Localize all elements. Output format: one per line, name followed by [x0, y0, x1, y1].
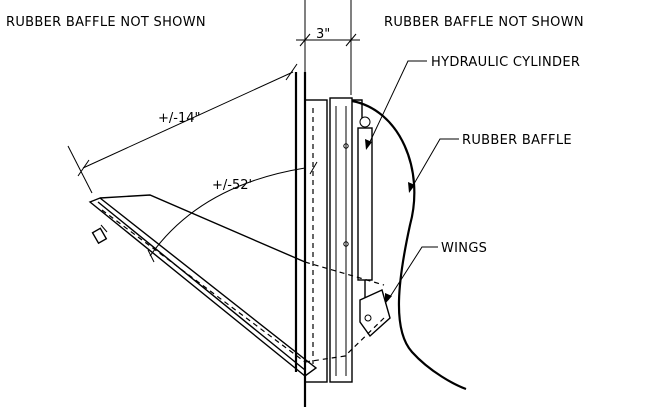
- angled-plate: [88, 194, 385, 377]
- length-dimension: +/-14": [67, 63, 298, 194]
- hydraulic-cylinder: [357, 116, 373, 298]
- angle-dimension: +/-52': [147, 161, 318, 263]
- angle-dimension-label: +/-52': [212, 178, 252, 193]
- callout-wings: WINGS: [385, 241, 487, 304]
- mounting-plate: [294, 72, 328, 407]
- wings-bracket: [359, 289, 391, 338]
- rubber-baffle: [351, 99, 467, 391]
- frame-assembly: [329, 97, 363, 383]
- callout-hydraulic-cylinder-label: HYDRAULIC CYLINDER: [431, 55, 580, 70]
- callout-wings-label: WINGS: [441, 241, 487, 256]
- callout-hydraulic-cylinder: HYDRAULIC CYLINDER: [365, 55, 580, 150]
- length-dimension-label: +/-14": [158, 111, 201, 126]
- callout-rubber-baffle-label: RUBBER BAFFLE: [462, 133, 572, 148]
- gap-dimension-label: 3": [316, 27, 330, 42]
- note-right: RUBBER BAFFLE NOT SHOWN: [384, 15, 584, 30]
- gap-dimension: 3": [296, 0, 360, 95]
- callout-rubber-baffle: RUBBER BAFFLE: [408, 133, 572, 193]
- note-left: RUBBER BAFFLE NOT SHOWN: [6, 15, 206, 30]
